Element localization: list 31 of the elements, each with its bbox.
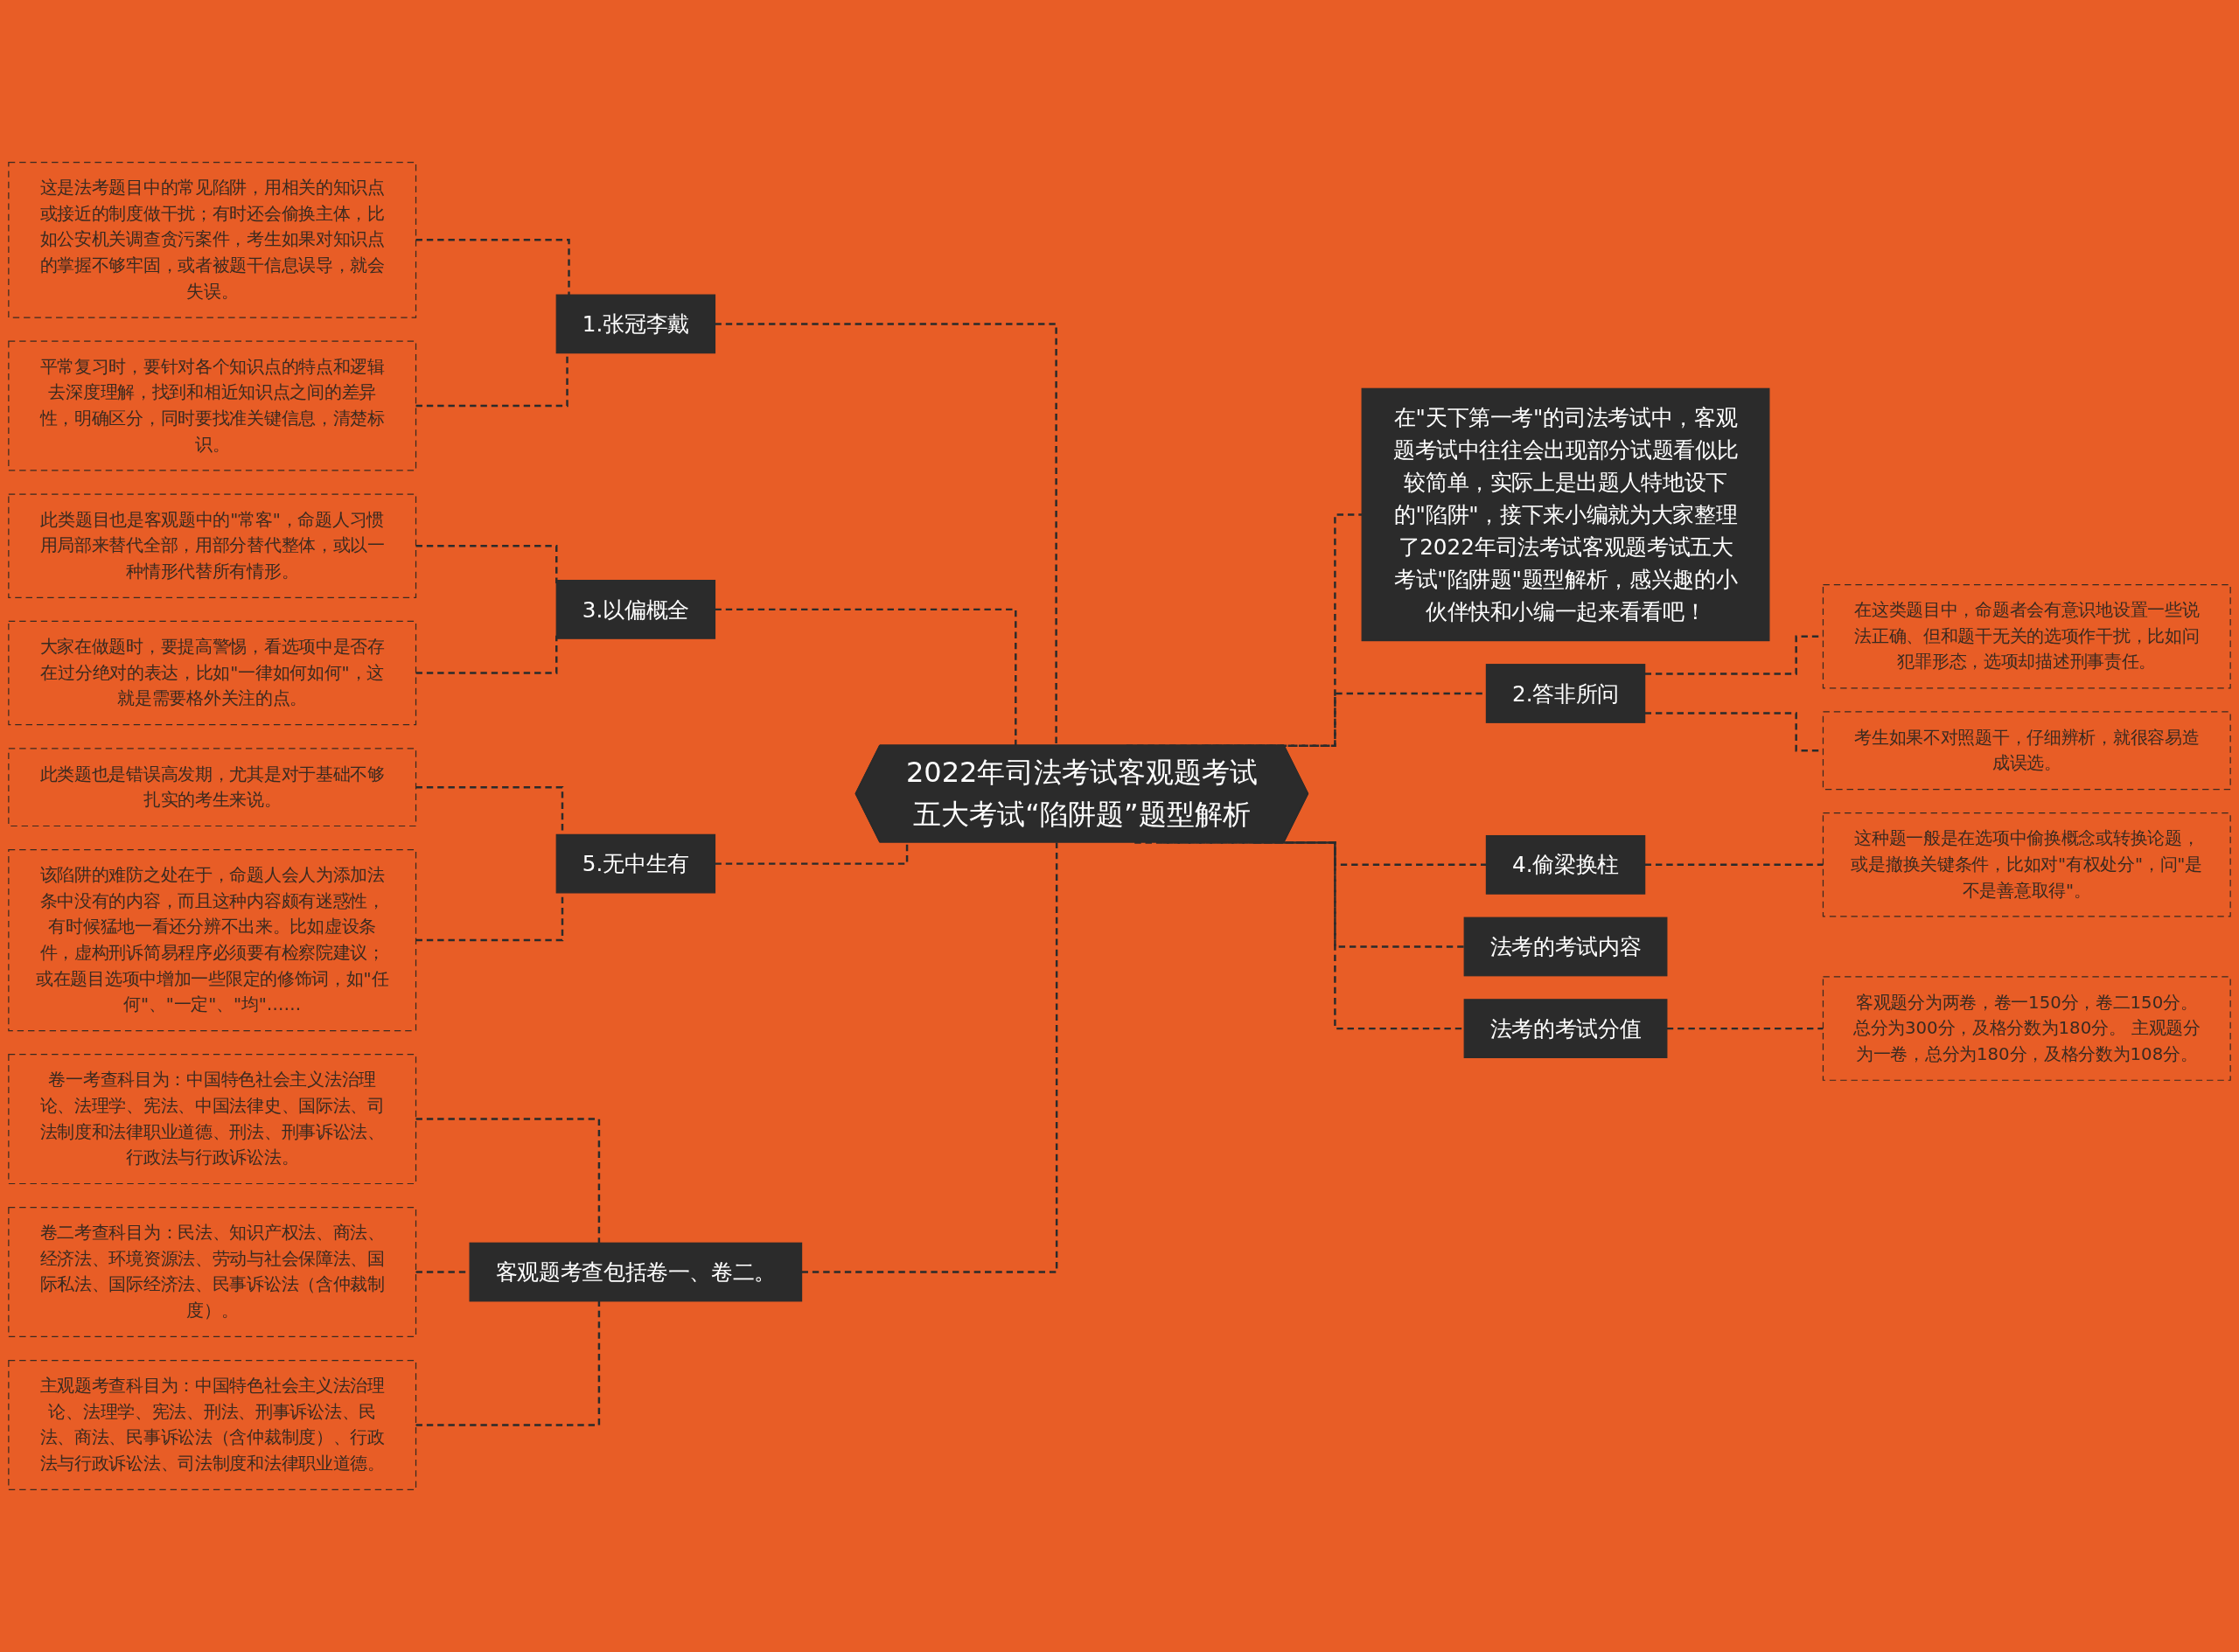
node-box: 这是法考题目中的常见陷阱，用相关的知识点或接近的制度做干扰；有时还会偷换主体，比如公安机关调查贪污案件，考生如果对知识点的掌握不够牢固，或者被题干信息误导，就会失误。 [8,162,417,318]
node-box: 该陷阱的难防之处在于，命题人会人为添加法条中没有的内容，而且这种内容颇有迷惑性，有时候猛地一看还分辨不出来。比如虚设条件，虚构刑诉简易程序必须要有检察院建议；或在题目选项中增加一些限定的修饰词，如"任何"、"一定"、"均"…… [8,849,417,1032]
node-box: 5.无中生有 [555,833,716,894]
node-box: 法考的考试内容 [1463,917,1668,977]
connector [715,842,909,865]
node-box: 这种题一般是在选项中偷换概念或转换论题，或是撤换关键条件，比如对"有权处分"，问"是不是善意取得"。 [1822,812,2231,917]
connector [715,323,1057,746]
node-box: 1.张冠李戴 [555,294,716,354]
node-box: 2.答非所问 [1485,664,1646,723]
node-box: 法考的考试分值 [1463,999,1668,1058]
connector [1644,863,1824,867]
node-box: 4.偷梁换柱 [1485,834,1646,895]
node-box: 卷一考查科目为：中国特色社会主义法治理论、法理学、宪法、中国法律史、国际法、司法制度和法律职业道德、刑法、刑事诉讼法、行政法与行政诉讼法。 [8,1054,417,1185]
node-box: 卷二考查科目为：民法、知识产权法、商法、经济法、环境资源法、劳动与社会保障法、国际私法、国际经济法、民事诉讼法（含仲裁制度）。 [8,1207,417,1338]
node-box: 在这类题目中，命题者会有意识地设置一些说法正确、但和题干无关的选项作干扰，比如问犯罪形态，选项却描述刑事责任。 [1822,583,2231,689]
connector [1666,1027,1824,1030]
connector [415,1300,601,1426]
node-box: 考生如果不对照题干，仔细辨析，就很容易造成误选。 [1822,711,2231,791]
node-box: 此类题目也是客观题中的"常客"，命题人习惯用局部来替代全部，用部分替代整体，或以一种情形代替所有情形。 [8,493,417,598]
node-box: 客观题分为两卷，卷一150分，卷二150分。总分为300分，及格分数为180分。 主观题分为一卷，总分为180分，及格分数为108分。 [1822,976,2231,1081]
connector [415,1118,601,1244]
node-box: 平常复习时，要针对各个知识点的特点和逻辑去深度理解，找到和相近知识点之间的差异性，明确区分，同时要找准关键信息，清楚标识。 [8,340,417,471]
node-box: 3.以偏概全 [555,580,716,639]
connector [801,842,1058,1273]
node-box: 大家在做题时，要提高警惕，看选项中是否存在过分绝对的表达，比如"一律如何如何"，这就是需要格外关注的点。 [8,620,417,726]
node-box: 客观题考查包括卷一、卷二。 [469,1242,803,1302]
connector [715,608,1017,746]
node-box: 在"天下第一考"的司法考试中，客观题考试中往往会出现部分试题看似比较简单，实际上是出题人特地设下的"陷阱"，接下来小编就为大家整理了2022年司法考试客观题考试五大考试"陷阱题"题型解析，感兴趣的小伙伴快和小编一起来看看吧！ [1361,387,1770,642]
connector [415,239,570,296]
node-box: 此类题也是错误高发期，尤其是对于基础不够扎实的考生来说。 [8,748,417,827]
node-box: 主观题考查科目为：中国特色社会主义法治理论、法理学、宪法、刑法、刑事诉讼法、民法、商法、民事诉讼法（含仲裁制度）、行政法与行政诉讼法、司法制度和法律职业道德。 [8,1359,417,1490]
